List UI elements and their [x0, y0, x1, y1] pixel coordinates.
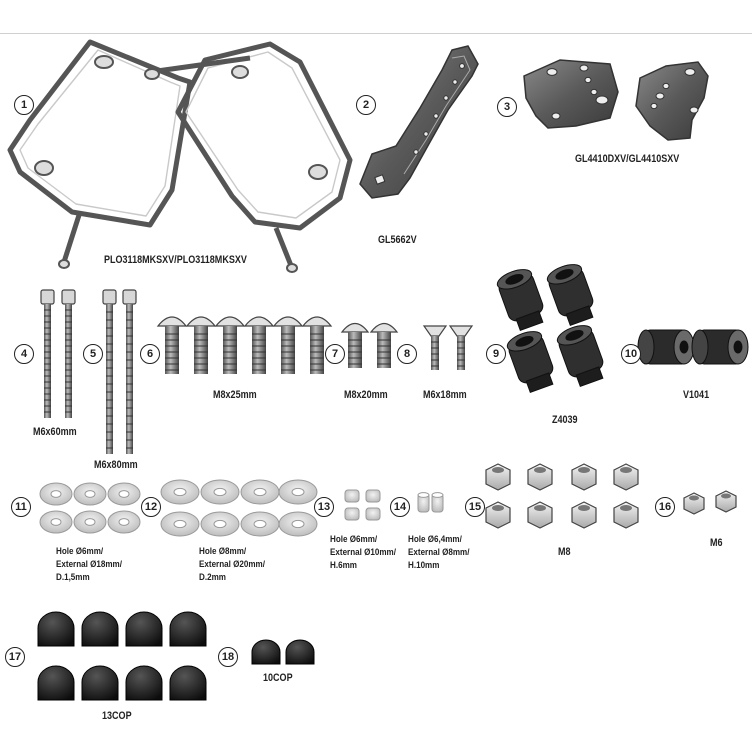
part-number-13: 13: [314, 497, 334, 517]
part-label-9: Z4039: [552, 414, 578, 426]
part-number-8: 8: [397, 344, 417, 364]
part-spec-12: Hole Ø8mm/ External Ø20mm/ D.2mm: [199, 545, 265, 584]
spec-line: External Ø20mm/: [199, 559, 265, 570]
spacers-v1041: [637, 329, 749, 365]
part-number-17: 17: [5, 647, 25, 667]
side-frame-pair: [7, 39, 353, 269]
part-number-2: 2: [356, 95, 376, 115]
nuts-m8: [485, 463, 639, 529]
part-label-2: GL5662V: [378, 234, 417, 246]
part-number-5: 5: [83, 344, 103, 364]
part-number-11: 11: [11, 497, 31, 517]
caps-13cop: [37, 611, 207, 701]
spacers-6mm: [344, 489, 381, 521]
washers-8mm: [160, 479, 318, 537]
part-label-15: M8: [558, 546, 571, 558]
spec-line: D.1,5mm: [56, 572, 90, 583]
spec-line: H.10mm: [408, 560, 440, 571]
spec-line: D.2mm: [199, 572, 226, 583]
part-number-3: 3: [497, 97, 517, 117]
part-number-18: 18: [218, 647, 238, 667]
part-label-8: M6x18mm: [423, 389, 467, 401]
caps-10cop: [251, 639, 315, 665]
part-number-10: 10: [621, 344, 641, 364]
part-number-1: 1: [14, 95, 34, 115]
part-spec-11: Hole Ø6mm/ External Ø18mm/ D.1,5mm: [56, 545, 122, 584]
part-label-7: M8x20mm: [344, 389, 388, 401]
bracket-gl5662v: [359, 45, 479, 199]
part-number-4: 4: [14, 344, 34, 364]
part-label-16: M6: [710, 537, 723, 549]
part-number-15: 15: [465, 497, 485, 517]
part-label-17: 13COP: [102, 710, 132, 722]
washers-6mm: [39, 482, 141, 534]
spec-line: Hole Ø6mm/: [56, 546, 104, 557]
part-number-16: 16: [655, 497, 675, 517]
spec-line: Hole Ø8mm/: [199, 546, 247, 557]
part-label-10: V1041: [683, 389, 710, 401]
spec-line: External Ø18mm/: [56, 559, 122, 570]
spec-line: H.6mm: [330, 560, 357, 571]
part-label-18: 10COP: [263, 672, 293, 684]
spec-line: Hole Ø6,4mm/: [408, 534, 462, 545]
part-label-1: PLO3118MKSXV/PLO3118MKSXV: [104, 254, 247, 266]
part-label-3: GL4410DXV/GL4410SXV: [575, 153, 680, 165]
bushings-z4039: [496, 264, 604, 394]
part-number-6: 6: [140, 344, 160, 364]
nuts-m6: [683, 490, 737, 515]
spec-line: External Ø8mm/: [408, 547, 470, 558]
part-spec-13: Hole Ø6mm/ External Ø10mm/ H.6mm: [330, 533, 396, 572]
bolts-m8x20: [340, 322, 399, 368]
top-divider: [0, 33, 752, 34]
spacers-6-4mm: [417, 492, 444, 513]
part-number-14: 14: [390, 497, 410, 517]
plates-gl4410: [523, 59, 709, 141]
part-number-9: 9: [486, 344, 506, 364]
part-label-5: M6x80mm: [94, 459, 138, 471]
part-number-7: 7: [325, 344, 345, 364]
spec-line: External Ø10mm/: [330, 547, 396, 558]
spec-line: Hole Ø6mm/: [330, 534, 378, 545]
bolts-m8x25: [156, 316, 333, 374]
bolts-m6x80: [102, 289, 137, 454]
bolts-m6x60: [40, 289, 76, 418]
part-spec-14: Hole Ø6,4mm/ External Ø8mm/ H.10mm: [408, 533, 469, 572]
part-label-6: M8x25mm: [213, 389, 257, 401]
part-label-4: M6x60mm: [33, 426, 77, 438]
bolts-m6x18: [422, 325, 474, 370]
part-number-12: 12: [141, 497, 161, 517]
